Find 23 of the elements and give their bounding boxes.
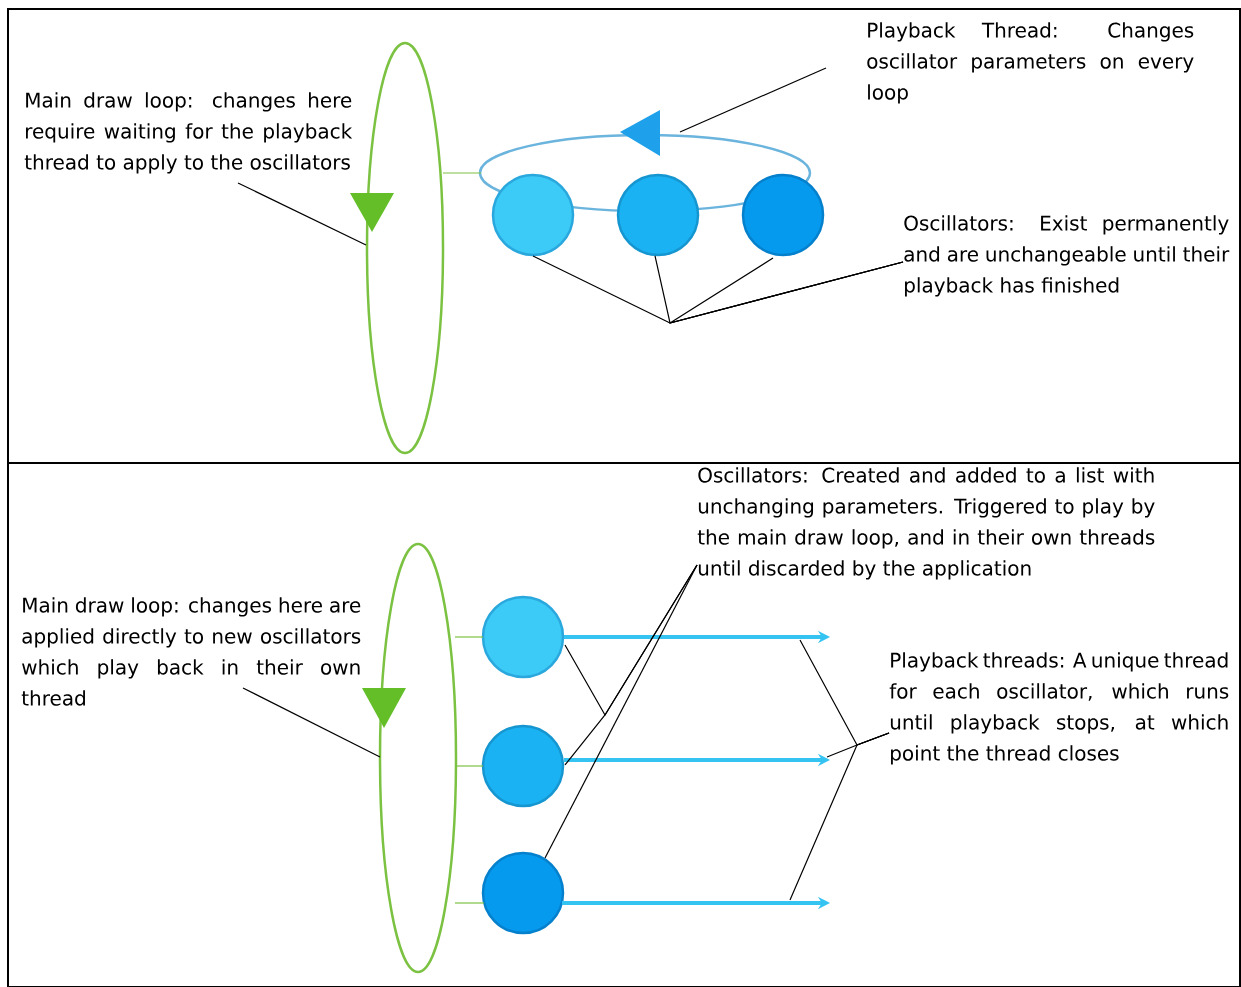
annotation-text: Main draw loop: changes here require waiting for the playback thread to apply to the oscillators <box>24 92 353 174</box>
annotation-text: Oscillators: Exist permanently and are unchangeable until their playback has finished <box>904 215 1230 297</box>
oscillator-circle <box>491 173 575 257</box>
annotation-text: Playback Thread: Changes oscillator parameters on every loop <box>867 22 1194 104</box>
leader-line <box>242 687 381 758</box>
leader-line <box>237 182 367 246</box>
leader-line <box>679 67 827 133</box>
connector-line <box>442 172 482 174</box>
leader-line <box>544 564 698 859</box>
connector-line <box>454 902 485 904</box>
leader-line <box>789 732 890 901</box>
annotation-text: Main draw loop: changes here are applied directly to new oscillators which play back in their own thread <box>21 597 361 706</box>
oscillator-circle <box>616 173 700 257</box>
oscillator-circle <box>741 173 825 257</box>
oscillator-circle <box>481 851 565 935</box>
annotation-text: Oscillators: Created and added to a list with unchanging parameters. Triggered to play by the main draw loop, and in their own threads until discarded by the application <box>697 467 1155 580</box>
loop-ellipse <box>362 542 458 974</box>
oscillator-circle <box>481 595 565 679</box>
annotation-text: Playback threads: A unique thread for each oscillator, which runs until playback stops, at which point the thread closes <box>889 652 1229 765</box>
oscillator-circle <box>481 724 565 808</box>
connector-line <box>454 636 484 638</box>
connector-line <box>454 765 484 767</box>
loop-ellipse <box>350 41 445 455</box>
